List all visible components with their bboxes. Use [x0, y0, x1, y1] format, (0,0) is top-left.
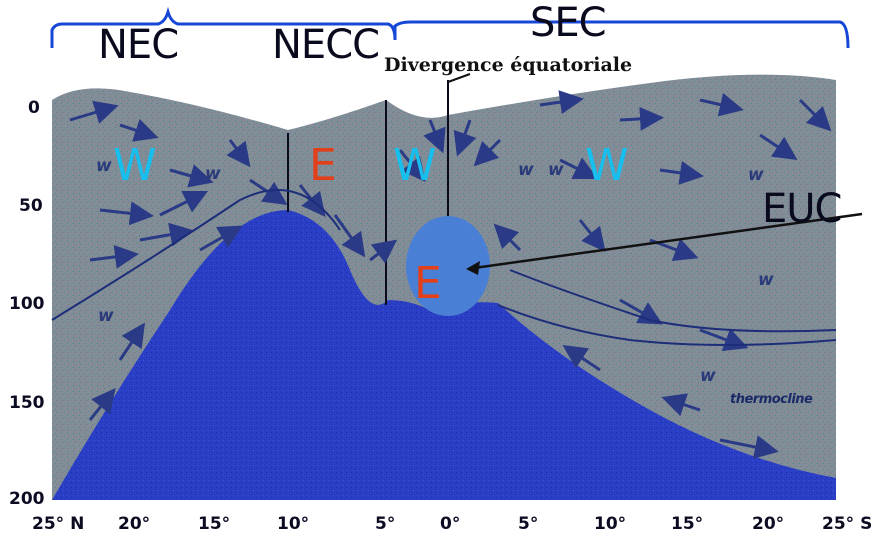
- euc-pointer: [466, 212, 863, 275]
- y-tick-0: 0: [28, 98, 40, 118]
- w-label-sec-east: W: [585, 140, 629, 191]
- w-label-nec: W: [113, 140, 157, 191]
- y-tick-100: 100: [9, 294, 45, 314]
- flow-arrows: [69, 90, 832, 459]
- euc-core: [406, 216, 490, 316]
- small-w-7: w: [700, 366, 716, 386]
- e-label-necc: E: [309, 140, 337, 191]
- thermocline-label: thermocline: [730, 392, 813, 407]
- nec-necc-bracket: [50, 6, 397, 48]
- small-w-8: w: [758, 270, 774, 290]
- current-brackets: [50, 6, 850, 49]
- small-w-1: w: [96, 156, 112, 176]
- necc-label: NECC: [272, 22, 380, 68]
- x-tick-20s: 20°: [752, 514, 785, 534]
- small-w-2: w: [205, 164, 221, 184]
- y-tick-50: 50: [19, 196, 43, 216]
- x-tick-20n: 20°: [118, 514, 151, 534]
- small-w-6: w: [748, 165, 764, 185]
- deep-water-layer: [52, 210, 836, 500]
- sec-label: SEC: [530, 0, 607, 46]
- x-tick-25s: 25° S: [822, 514, 873, 534]
- x-tick-10n: 10°: [277, 514, 310, 534]
- e-label-euc: E: [414, 258, 442, 309]
- x-tick-0: 0°: [440, 514, 461, 534]
- divergence-pointer: [447, 73, 471, 83]
- euc-label: EUC: [762, 186, 842, 232]
- x-tick-5n: 5°: [375, 514, 396, 534]
- x-tick-25n: 25° N: [32, 514, 85, 534]
- nec-label: NEC: [98, 22, 179, 68]
- x-tick-15n: 15°: [198, 514, 231, 534]
- x-tick-10s: 10°: [594, 514, 627, 534]
- divergence-label: Divergence équatoriale: [384, 54, 633, 76]
- y-tick-150: 150: [9, 393, 45, 413]
- sec-bracket: [393, 20, 850, 49]
- w-label-sec-west: W: [393, 140, 437, 191]
- x-tick-15s: 15°: [671, 514, 704, 534]
- small-w-4: w: [548, 160, 564, 180]
- division-lines: [287, 80, 449, 305]
- small-w-3: w: [518, 160, 534, 180]
- y-tick-200: 200: [9, 489, 45, 509]
- small-w-5: w: [98, 306, 114, 326]
- flow-lines: [51, 189, 837, 346]
- x-tick-5s: 5°: [518, 514, 539, 534]
